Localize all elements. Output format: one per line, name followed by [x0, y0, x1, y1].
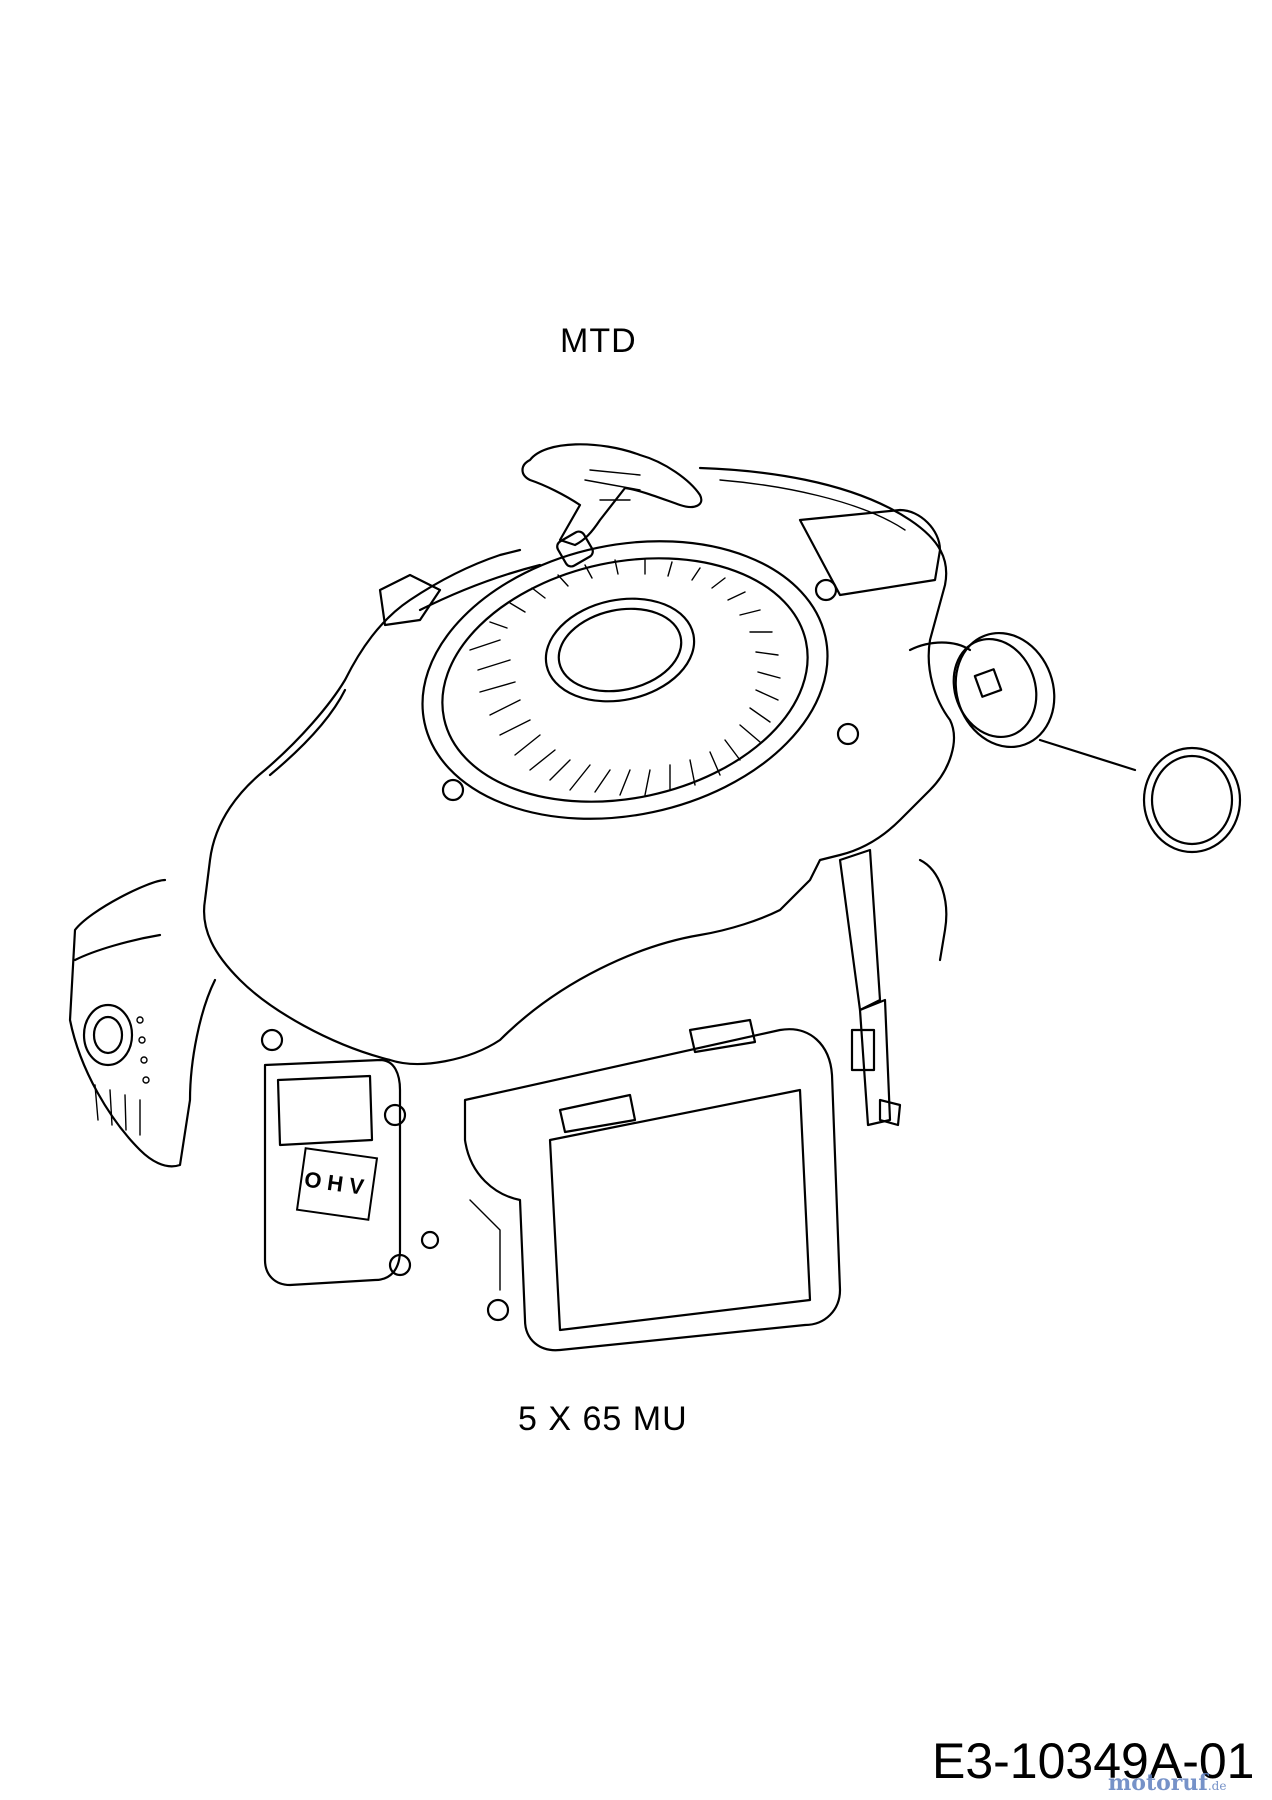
right-side-components: [838, 848, 948, 1127]
engine-side-housing: [68, 878, 217, 1168]
engine-shroud: [202, 466, 955, 1066]
drawing-id-label: E3-10349A-01: [932, 1733, 1255, 1789]
ohv-label: OHV: [295, 1147, 379, 1221]
rear-cover: [378, 508, 942, 627]
starter-handle: [521, 443, 703, 568]
watermark-logo: motoruf.de: [1108, 1770, 1226, 1796]
valve-cover: [260, 1028, 412, 1287]
ohv-text: OHV: [302, 1166, 372, 1201]
air-filter-housing: [463, 1018, 842, 1352]
recoil-starter-cover: [421, 540, 860, 820]
watermark-text: motoruf: [1108, 1770, 1208, 1796]
bottom-bolts: [420, 1230, 510, 1322]
fuel-cap: [908, 631, 1242, 854]
brand-label: MTD: [560, 322, 637, 360]
watermark-suffix: .de: [1207, 1779, 1227, 1793]
model-label: 5 X 65 MU: [518, 1400, 688, 1438]
